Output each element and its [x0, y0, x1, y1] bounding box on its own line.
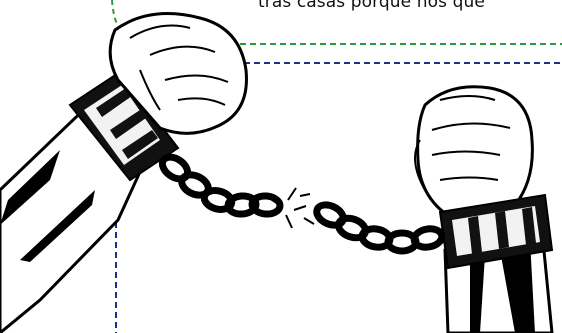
left-chain	[158, 153, 284, 218]
caption-text: tras casas porque nos que	[258, 0, 485, 12]
right-cuff	[438, 193, 554, 270]
left-cuff	[68, 70, 180, 182]
right-chain	[313, 201, 446, 255]
right-fist	[414, 85, 534, 222]
right-arm	[443, 207, 554, 333]
break-spark	[271, 187, 315, 229]
guide-lines	[111, 0, 562, 333]
green-guide-curve	[111, 0, 131, 43]
left-fist	[108, 12, 248, 135]
